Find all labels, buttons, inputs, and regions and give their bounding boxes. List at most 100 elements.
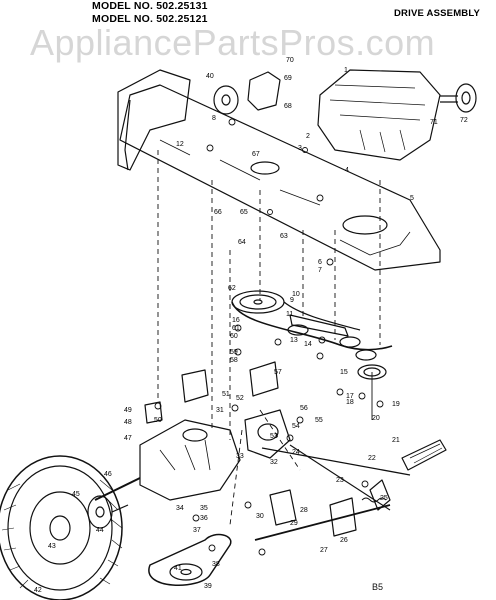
transaxle-pulley bbox=[169, 563, 203, 581]
callout-31: 31 bbox=[216, 407, 224, 414]
callout-8: 8 bbox=[212, 115, 216, 122]
frame-mount-bracket bbox=[124, 99, 131, 171]
callout-70: 70 bbox=[286, 57, 294, 64]
brake-assembly bbox=[244, 409, 291, 459]
model-number-line-1: MODEL NO. 502.25131 bbox=[92, 0, 208, 12]
callout-25: 25 bbox=[380, 495, 388, 502]
callout-37: 37 bbox=[193, 527, 201, 534]
callout-5: 5 bbox=[410, 195, 414, 202]
watermark: AppliancePartsPros.com bbox=[30, 22, 436, 63]
callout-15: 15 bbox=[340, 369, 348, 376]
pedal-bracket-a bbox=[269, 489, 297, 526]
callout-16: 16 bbox=[232, 317, 240, 324]
callout-49: 49 bbox=[124, 407, 132, 414]
idler-pulley-a bbox=[287, 324, 309, 336]
callout-66: 66 bbox=[214, 209, 222, 216]
callout-10: 10 bbox=[292, 291, 300, 298]
callout-71: 71 bbox=[430, 119, 438, 126]
callout-63: 63 bbox=[280, 233, 288, 240]
callout-52: 52 bbox=[236, 395, 244, 402]
callout-29: 29 bbox=[290, 520, 298, 527]
pedal-bracket-b bbox=[329, 497, 357, 537]
callout-32: 32 bbox=[270, 459, 278, 466]
callout-22: 22 bbox=[368, 455, 376, 462]
engine-block bbox=[317, 69, 441, 161]
callout-4: 4 bbox=[345, 167, 349, 174]
drive-belt-lower bbox=[148, 533, 232, 586]
callout-56: 56 bbox=[300, 405, 308, 412]
upper-pulley bbox=[213, 85, 239, 115]
shift-rod bbox=[261, 447, 411, 476]
callout-72: 72 bbox=[460, 117, 468, 124]
callout-27: 27 bbox=[320, 547, 328, 554]
frame-hole-right bbox=[342, 215, 388, 235]
pedal-spring bbox=[361, 497, 387, 503]
callout-24: 24 bbox=[292, 449, 300, 456]
callout-7: 7 bbox=[318, 267, 322, 274]
callout-51: 51 bbox=[222, 391, 230, 398]
callout-59: 59 bbox=[230, 349, 238, 356]
transaxle bbox=[139, 419, 241, 501]
callout-60: 60 bbox=[230, 333, 238, 340]
callout-labels: 1 2 3 4 5 6 7 8 9 10 11 12 13 14 15 16 1… bbox=[34, 57, 468, 594]
callout-46: 46 bbox=[104, 471, 112, 478]
callout-12: 12 bbox=[176, 141, 184, 148]
callout-42: 42 bbox=[34, 587, 42, 594]
drive-belt-upper bbox=[231, 301, 393, 351]
brake-bracket bbox=[144, 401, 163, 424]
lever-grip bbox=[401, 439, 447, 471]
callout-38: 38 bbox=[212, 561, 220, 568]
frame-rail bbox=[119, 84, 441, 271]
callout-64: 64 bbox=[238, 239, 246, 246]
callout-14: 14 bbox=[304, 341, 312, 348]
rim bbox=[29, 491, 91, 565]
callout-68: 68 bbox=[284, 103, 292, 110]
callout-35: 35 bbox=[200, 505, 208, 512]
callout-18: 18 bbox=[346, 399, 354, 406]
callout-53: 53 bbox=[270, 433, 278, 440]
frame-hole-center bbox=[250, 161, 280, 175]
wheel-hub bbox=[87, 495, 113, 529]
callout-13: 13 bbox=[290, 337, 298, 344]
callout-57: 57 bbox=[274, 369, 282, 376]
callout-50: 50 bbox=[154, 417, 162, 424]
callout-34: 34 bbox=[176, 505, 184, 512]
callout-36: 36 bbox=[200, 515, 208, 522]
bracket-57 bbox=[249, 361, 279, 397]
callout-41: 41 bbox=[174, 565, 182, 572]
callout-3: 3 bbox=[298, 145, 302, 152]
callout-19: 19 bbox=[392, 401, 400, 408]
callout-65: 65 bbox=[240, 209, 248, 216]
callout-26: 26 bbox=[340, 537, 348, 544]
callout-43: 43 bbox=[48, 543, 56, 550]
frame-side-plate bbox=[117, 69, 191, 171]
assembly-title: DRIVE ASSEMBLY bbox=[394, 8, 481, 19]
idler-pulley-b bbox=[339, 336, 361, 348]
pedal-shaft bbox=[254, 504, 391, 541]
callout-40: 40 bbox=[206, 73, 214, 80]
callout-33: 33 bbox=[236, 453, 244, 460]
callout-47: 47 bbox=[124, 435, 132, 442]
callout-9: 9 bbox=[290, 297, 294, 304]
callout-11: 11 bbox=[286, 311, 293, 318]
callout-20: 20 bbox=[372, 415, 380, 422]
callout-17: 17 bbox=[346, 393, 354, 400]
callout-39: 39 bbox=[204, 583, 212, 590]
idler-bracket bbox=[289, 314, 349, 337]
callout-1: 1 bbox=[344, 67, 348, 74]
callout-58: 58 bbox=[230, 357, 238, 364]
callout-69: 69 bbox=[284, 75, 292, 82]
callout-6: 6 bbox=[318, 259, 322, 266]
bracket-47 bbox=[181, 369, 209, 403]
callout-67: 67 bbox=[252, 151, 260, 158]
callout-28: 28 bbox=[300, 507, 308, 514]
callout-45: 45 bbox=[72, 491, 80, 498]
pedal-arm bbox=[369, 479, 391, 511]
gearbox-upper bbox=[247, 71, 281, 111]
page-code: B5 bbox=[372, 582, 384, 592]
callout-23: 23 bbox=[336, 477, 344, 484]
callout-62: 62 bbox=[228, 285, 236, 292]
callout-44: 44 bbox=[96, 527, 104, 534]
